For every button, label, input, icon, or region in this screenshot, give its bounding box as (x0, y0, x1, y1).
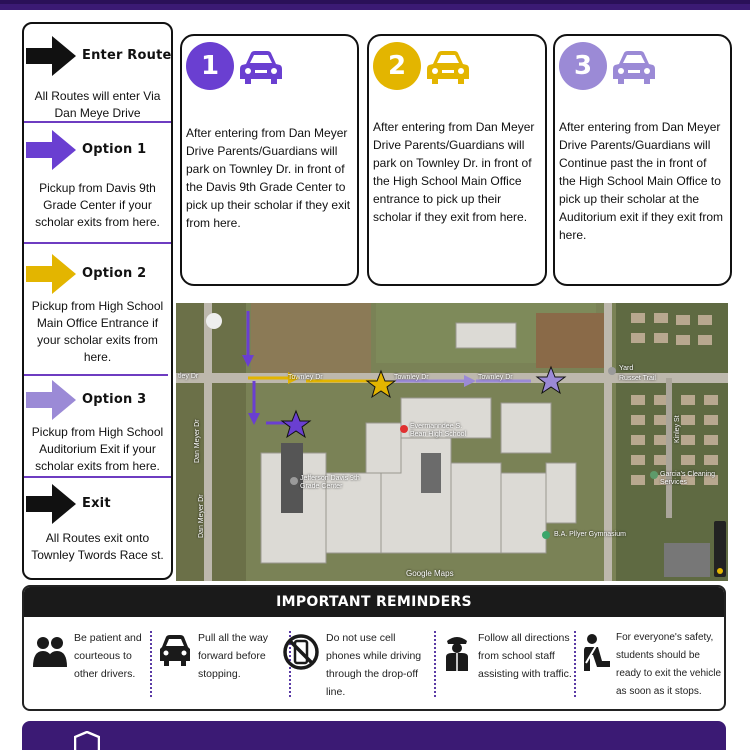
bottom-banner (22, 721, 726, 750)
route-option-3-header: Option 3 (24, 378, 171, 422)
route-option-1: Option 1 Pickup from Davis 9th Grade Cen… (24, 128, 171, 244)
route-option-2: Option 2 Pickup from High School Main Of… (24, 252, 171, 372)
reminder-divider (150, 631, 152, 697)
route-option-1-desc: Pickup from Davis 9th Grade Center if yo… (35, 181, 160, 229)
arrow-right-icon (26, 254, 76, 294)
route-divider (24, 242, 171, 244)
map-label-russet-trail: Russet Trail (619, 375, 656, 382)
route-exit: Exit All Routes exit onto Townley Twords… (24, 482, 171, 578)
reminder-text: Follow all directions from school staff … (478, 632, 572, 680)
map-label-townley-3: Townley Dr (478, 374, 513, 381)
option-card-1: 1 After entering from Dan Meyer Drive Pa… (180, 34, 359, 286)
satellite-map[interactable]: tley Dr Townley Dr Townley Dr Townley Dr… (176, 303, 728, 581)
map-label-cleaning: Garcia's Cleaning Services (660, 471, 716, 486)
route-exit-header: Exit (24, 482, 171, 526)
route-exit-desc: All Routes exit onto Townley Twords Race… (31, 531, 164, 562)
route-divider (24, 121, 171, 123)
option-description: After entering from Dan Meyer Drive Pare… (373, 120, 535, 224)
car-front-icon (160, 635, 190, 666)
option-description: After entering from Dan Meyer Drive Pare… (186, 126, 351, 230)
map-label-townley-2: Townley Dr (394, 374, 429, 381)
map-label-high-school: Evermanndee S. Bean High School (410, 423, 467, 438)
map-label-davis-center: Jefferson Davis 9th Grade Center (300, 475, 360, 490)
route-enter-header: Enter Route (24, 34, 171, 78)
map-label-road: tley Dr (178, 373, 199, 380)
reminder-item: Pull all the way forward before stopping… (158, 623, 298, 709)
reminder-text: Be patient and courteous to other driver… (74, 632, 142, 680)
map-label-townley-1: Townley Dr (288, 374, 323, 381)
option-number-badge: 2 (373, 42, 421, 90)
option-number-badge: 1 (186, 42, 234, 90)
seatbelt-icon (584, 634, 610, 671)
reminders-title: IMPORTANT REMINDERS (24, 587, 724, 617)
map-label-dan-meyer-2: Dan Meyer Dr (198, 494, 205, 538)
map-label-dan-meyer-1: Dan Meyer Dr (194, 419, 201, 463)
route-option-3: Option 3 Pickup from High School Auditor… (24, 378, 171, 482)
route-divider (24, 374, 168, 376)
arrow-right-icon (26, 484, 76, 524)
route-divider (24, 476, 171, 478)
reminder-item: Be patient and courteous to other driver… (32, 623, 156, 709)
reminder-item: Do not use cell phones while driving thr… (282, 623, 432, 709)
reminder-item: Follow all directions from school staff … (442, 623, 582, 709)
car-icon (240, 51, 282, 84)
option-number-badge: 3 (559, 42, 607, 90)
map-imagery (176, 303, 728, 581)
map-label-yard: Yard (619, 365, 634, 372)
option-card-2: 2 After entering from Dan Meyer Drive Pa… (367, 34, 547, 286)
route-option-2-header: Option 2 (24, 252, 171, 296)
reminder-text: Pull all the way forward before stopping… (198, 632, 269, 680)
route-enter-desc: All Routes will enter Via Dan Meye Drive (34, 89, 161, 120)
top-banner (0, 0, 750, 10)
car-icon (613, 51, 655, 84)
route-enter: Enter Route All Routes will enter Via Da… (24, 34, 171, 130)
map-label-google: Google Maps (406, 569, 454, 578)
option-description: After entering from Dan Meyer Drive Pare… (559, 120, 724, 242)
reminder-text: For everyone's safety, students should b… (616, 632, 722, 697)
map-label-road-right: Kinley St (674, 415, 681, 443)
officer-icon (446, 637, 468, 671)
route-enter-title: Enter Route (82, 48, 172, 63)
route-option-1-header: Option 1 (24, 128, 171, 172)
arrow-right-icon (26, 36, 76, 76)
reminder-item: For everyone's safety, students should b… (580, 623, 724, 709)
route-option-3-desc: Pickup from High School Auditorium Exit … (31, 425, 164, 473)
reminder-divider (574, 631, 576, 697)
car-icon (427, 51, 469, 84)
reminder-text: Do not use cell phones while driving thr… (326, 632, 422, 698)
arrow-right-icon (26, 130, 76, 170)
route-option-1-title: Option 1 (82, 142, 147, 157)
option-card-3: 3 After entering from Dan Meyer Drive Pa… (553, 34, 732, 286)
route-option-2-desc: Pickup from High School Main Office Entr… (31, 299, 164, 364)
route-exit-title: Exit (82, 496, 111, 511)
reminders-panel: IMPORTANT REMINDERS Be patient and court… (22, 585, 726, 711)
shield-icon (74, 731, 100, 750)
no-phone-icon (283, 634, 319, 670)
route-legend-panel: Enter Route All Routes will enter Via Da… (22, 22, 173, 580)
top-banner-accent (0, 0, 750, 4)
route-option-3-title: Option 3 (82, 392, 147, 407)
arrow-right-icon (26, 380, 76, 420)
people-icon (33, 637, 67, 667)
reminder-divider (434, 631, 436, 697)
map-label-gym: B.A. Pllyer Gymnasium (554, 531, 626, 538)
route-option-2-title: Option 2 (82, 266, 147, 281)
